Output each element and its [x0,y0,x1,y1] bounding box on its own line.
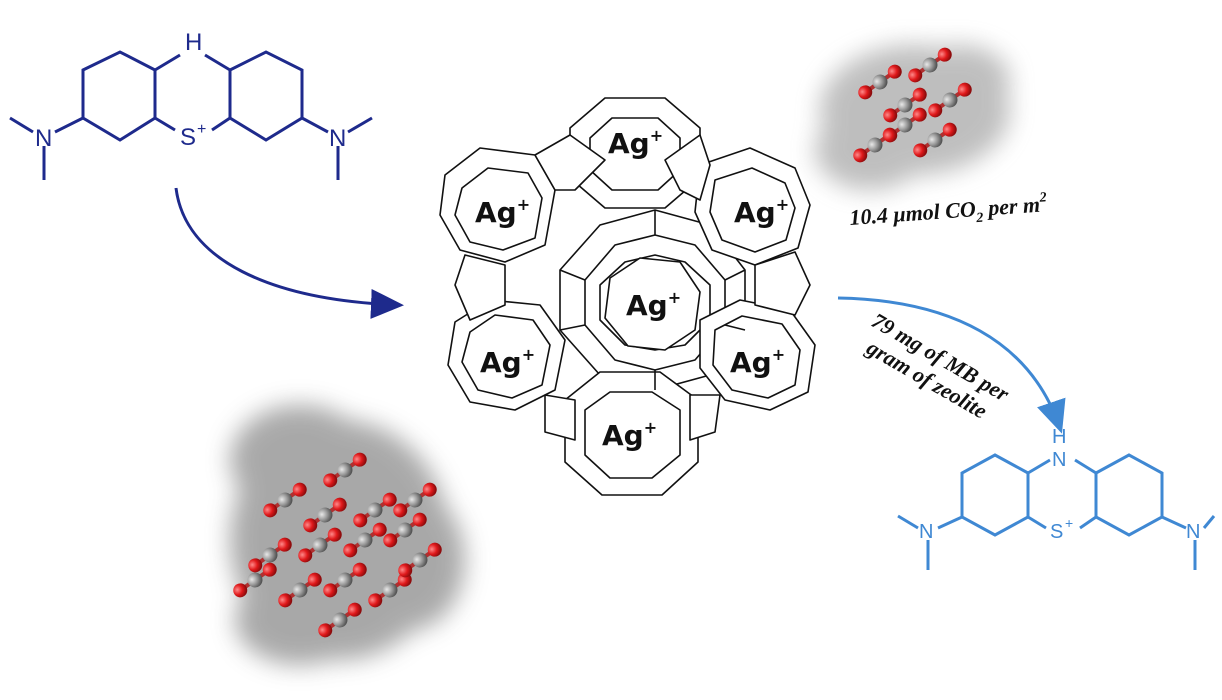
cage-label-right-top: Ag+ [734,195,789,229]
svg-text:Ag+: Ag+ [602,418,657,452]
co2-molecule [883,87,927,123]
co2-molecule [248,537,292,573]
top-molecule-charge: + [197,121,206,138]
svg-text:Ag+: Ag+ [475,195,530,229]
co2-capacity-label: 10.4 μmol CO2 per m2 [849,190,1049,235]
co2-molecule [233,562,277,598]
cage-label-top: Ag+ [608,126,663,160]
svg-text:Ag+: Ag+ [608,126,663,160]
co2-molecule [298,527,342,563]
co2-molecule [263,482,307,518]
top-molecule-n-left: N [35,125,52,152]
cage-label-bottom: Ag+ [602,418,657,452]
methylene-blue-molecule-bottom [897,453,1216,570]
co2-molecule [398,542,442,578]
bottom-molecule-n-left: N [919,521,933,543]
zeolite-framework [439,97,816,496]
svg-text:Ag+: Ag+ [480,345,535,379]
methylene-blue-molecule-top [9,50,373,180]
bottom-molecule-charge: + [1065,515,1073,531]
cage-label-left-top: Ag+ [475,195,530,229]
svg-text:Ag+: Ag+ [734,195,789,229]
co2-molecule [883,107,927,143]
release-arrow [837,296,1066,434]
co2-molecule [368,572,412,608]
co2-molecule [318,602,362,638]
top-molecule-s-label: S [180,124,196,151]
co2-molecule [393,482,437,518]
bottom-molecule-s-label: S [1050,521,1063,543]
co2-molecule [303,497,347,533]
bottom-molecule-n-right: N [1186,521,1200,543]
top-molecule-n-right: N [329,125,346,152]
top-molecule-h-label: H [185,29,202,56]
svg-text:Ag+: Ag+ [626,288,681,322]
svg-text:Ag+: Ag+ [730,345,785,379]
co2-cloud-large [230,405,465,665]
co2-molecule [323,452,367,488]
co2-molecule [323,562,367,598]
cage-label-center: Ag+ [626,288,681,322]
co2-molecule [908,47,952,83]
co2-molecule [383,512,427,548]
co2-molecule [928,82,972,118]
co2-cloud-small [815,45,1010,190]
bottom-molecule-h-label: H [1052,426,1066,448]
co2-molecule [353,492,397,528]
cage-label-right-bottom: Ag+ [730,345,785,379]
bottom-molecule-n-center: N [1052,449,1066,471]
co2-molecule [278,572,322,608]
co2-molecule [343,522,387,558]
co2-molecule [913,122,957,158]
adsorption-arrow [174,187,404,319]
cage-label-left-bottom: Ag+ [480,345,535,379]
co2-molecule [858,64,902,100]
